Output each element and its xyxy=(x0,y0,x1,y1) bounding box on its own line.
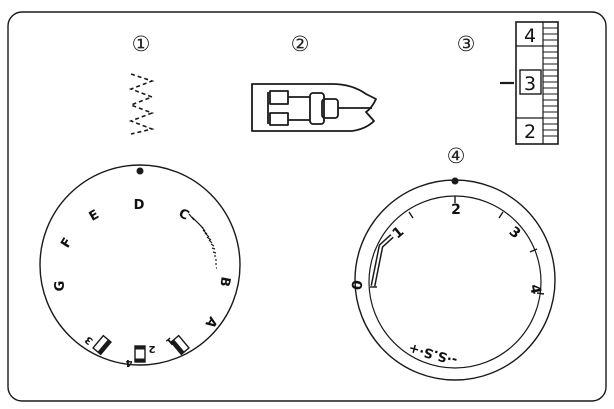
presser-foot-icon xyxy=(251,83,377,132)
callout-4: ④ xyxy=(447,144,466,168)
callout-3: ③ xyxy=(457,32,476,56)
selector-dial-ring xyxy=(39,164,241,366)
buttonhole-step-2-4-icon xyxy=(134,345,146,363)
length-number-2: 2 xyxy=(451,202,461,218)
pattern-letter-f: F xyxy=(58,235,75,250)
width-gradient-ticks xyxy=(188,213,217,269)
length-number-1: 1 xyxy=(390,224,408,243)
scale-frame xyxy=(515,21,559,145)
stretch-stitch-label: -·S.S·+ xyxy=(407,340,459,367)
outer-frame xyxy=(7,11,607,402)
stitch-selector-dial: D E F G C B A 1 2 4 3 xyxy=(39,164,241,368)
buttonhole-step-1-icon xyxy=(170,334,190,356)
length-number-0: 0 xyxy=(349,279,366,292)
stitch-length-dial: 0 1 2 3 4 -·S.S·+ xyxy=(349,177,556,381)
selector-pointer-dot xyxy=(136,167,144,175)
stitch-length-scale: 4 3 2 xyxy=(500,21,559,145)
pattern-letter-e: E xyxy=(87,207,102,224)
callout-1: ① xyxy=(132,32,151,56)
length-pointer-dot xyxy=(451,177,459,185)
pattern-letter-b: B xyxy=(216,275,232,287)
buttonhole-step-3-label: 3 xyxy=(83,333,95,346)
scale-cell-4: 4 xyxy=(524,25,536,47)
scale-selected-box xyxy=(519,69,542,95)
pattern-letter-d: D xyxy=(134,198,145,213)
zigzag-stitch-icon xyxy=(128,73,155,135)
buttonhole-step-4-label: 4 xyxy=(125,357,132,368)
pattern-letter-g: G xyxy=(53,281,68,292)
length-number-3: 3 xyxy=(506,224,524,243)
scale-cell-2: 2 xyxy=(524,121,536,143)
callout-2: ② xyxy=(291,32,310,56)
buttonhole-step-3-icon xyxy=(92,334,112,356)
pattern-letter-c: C xyxy=(176,206,191,224)
length-number-4: 4 xyxy=(526,283,543,296)
buttonhole-step-1-label: 1 xyxy=(163,334,175,347)
length-dial-inner-ring xyxy=(368,195,542,369)
scale-cell-3: 3 xyxy=(524,73,536,95)
buttonhole-step-2-label: 2 xyxy=(148,343,155,354)
